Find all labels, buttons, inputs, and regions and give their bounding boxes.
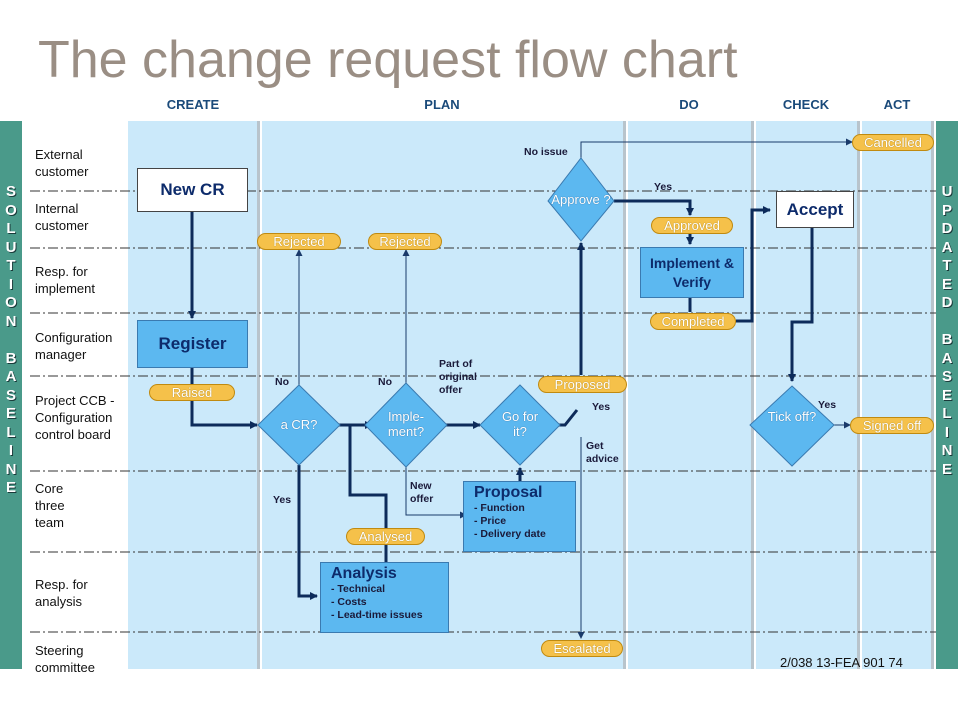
analysis-box: Analysis - Technical - Costs - Lead-time…: [320, 562, 449, 633]
state-cancelled: Cancelled: [852, 134, 934, 151]
proposal-item-price: - Price: [474, 515, 507, 527]
phase-plan: PLAN: [424, 97, 460, 112]
document-reference: 2/038 13-FEA 901 74: [780, 655, 903, 670]
state-completed: Completed: [650, 313, 736, 330]
edge-label-new-offer: New offer: [410, 480, 434, 505]
decision-a-cr-shape: [257, 384, 341, 466]
edge-label-yes-acr: Yes: [273, 494, 292, 506]
proposal-item-function: - Function: [474, 502, 525, 514]
new-cr-box: New CR: [137, 168, 248, 212]
lane-internal-customer: Internal customer: [35, 201, 89, 233]
edge-label-part-of-offer: Part of original offer: [439, 358, 477, 396]
decision-go-for-it-shape: [479, 384, 561, 466]
column-act: [862, 121, 934, 669]
state-proposed: Proposed: [538, 376, 627, 393]
proposal-title: Proposal: [474, 484, 543, 501]
edge-label-yes-tick: Yes: [818, 399, 837, 411]
lane-core-three-team: Core three team: [35, 481, 65, 530]
state-rejected-2: Rejected: [368, 233, 442, 250]
proposal-box: Proposal - Function - Price - Delivery d…: [463, 481, 576, 552]
phase-act: ACT: [883, 97, 911, 112]
analysis-item-lead-time: - Lead-time issues: [331, 609, 423, 621]
lane-external-customer: External customer: [35, 147, 89, 179]
edge-label-yes-go: Yes: [592, 401, 611, 413]
implement-verify-box: Implement & Verify: [640, 247, 744, 298]
page-title: The change request flow chart: [38, 31, 738, 89]
lane-project-ccb: Project CCB - Configuration control boar…: [35, 393, 115, 442]
state-rejected-1: Rejected: [257, 233, 341, 250]
decision-approve-shape: [547, 157, 615, 242]
edge-label-no-1: No: [275, 376, 289, 388]
accept-box: Accept: [776, 191, 854, 228]
register-box: Register: [137, 320, 248, 368]
lane-steering-committee: Steering committee: [35, 643, 95, 675]
phase-create: CREATE: [166, 97, 220, 112]
edge-label-yes-approve: Yes: [654, 181, 673, 193]
edge-label-no-2: No: [378, 376, 392, 388]
decision-approve: Approve ?: [551, 192, 611, 207]
lane-resp-analysis: Resp. for analysis: [35, 577, 88, 609]
phase-check: CHECK: [782, 97, 830, 112]
state-approved: Approved: [651, 217, 733, 234]
decision-a-cr: a CR?: [280, 417, 318, 432]
decision-implement: Imple-ment?: [387, 409, 425, 439]
decision-tick-off: Tick off?: [767, 409, 817, 424]
edge-label-no-issue: No issue: [524, 146, 568, 158]
phase-do: DO: [679, 97, 699, 112]
lane-configuration-manager: Configuration manager: [35, 330, 113, 362]
proposal-item-delivery: - Delivery date: [474, 528, 546, 540]
decision-implement-shape: [364, 382, 448, 468]
analysis-item-costs: - Costs: [331, 596, 367, 608]
state-analysed: Analysed: [346, 528, 425, 545]
state-raised: Raised: [149, 384, 235, 401]
decision-go-for-it: Go for it?: [501, 409, 539, 439]
analysis-title: Analysis: [331, 565, 397, 582]
decision-tick-off-shape: [749, 385, 835, 467]
lane-resp-implement: Resp. for implement: [35, 264, 95, 296]
analysis-item-technical: - Technical: [331, 583, 386, 595]
state-escalated: Escalated: [541, 640, 623, 657]
edge-label-get-advice: Get advice: [586, 440, 619, 465]
state-signed-off: Signed off: [850, 417, 934, 434]
